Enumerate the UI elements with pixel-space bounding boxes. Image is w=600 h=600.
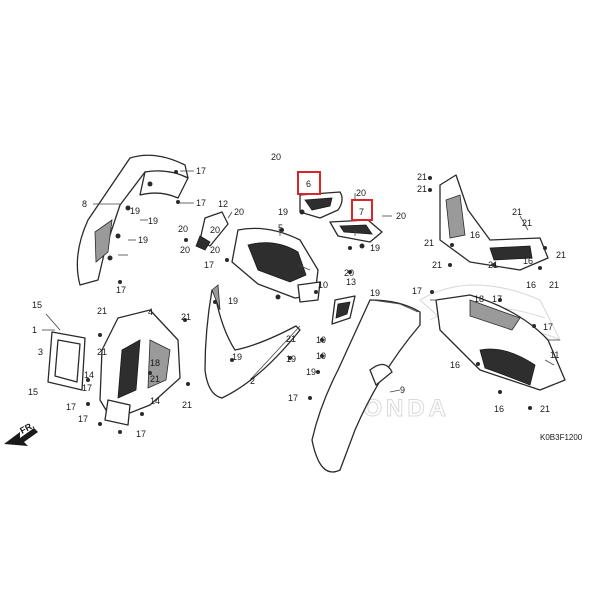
callout-c43: 21 — [97, 306, 107, 316]
callout-c66: 17 — [412, 286, 422, 296]
highlight-box-6 — [297, 171, 321, 195]
callout-c44: 4 — [148, 307, 153, 317]
callout-c29: 21 — [512, 207, 522, 217]
callout-c11: 20 — [234, 207, 244, 217]
callout-c70: 11 — [550, 350, 559, 360]
callout-c19: 19 — [278, 207, 288, 217]
callout-c14: 5 — [278, 223, 283, 233]
callout-c22: 19 — [370, 243, 380, 253]
callout-c15: 17 — [204, 260, 214, 270]
callout-c30: 21 — [424, 238, 434, 248]
callout-c50: 17 — [136, 429, 146, 439]
part-7-trim[interactable] — [329, 219, 383, 249]
callout-c56: 21 — [182, 400, 192, 410]
callout-c65: 17 — [288, 393, 298, 403]
callout-c67: 18 — [474, 294, 484, 304]
callout-c32: 21 — [432, 260, 442, 270]
callout-c69: 17 — [543, 322, 553, 332]
callout-c6: 19 — [138, 235, 148, 245]
part-2-front-lower-cover[interactable] — [204, 284, 301, 399]
callout-c24: 10 — [318, 280, 328, 290]
part-3-panel[interactable] — [47, 331, 86, 391]
callout-c39: 15 — [32, 300, 42, 310]
callout-c28: 21 — [417, 184, 427, 194]
callout-labels: 17 17 8 19 19 19 20 20 17 12 20 20 20 5 … — [28, 152, 566, 439]
callout-c33: 21 — [488, 260, 498, 270]
leader-lines — [42, 170, 560, 393]
callout-c13: 20 — [210, 245, 220, 255]
callout-c54: 21 — [181, 312, 191, 322]
part-6-trim-upper[interactable] — [299, 191, 343, 219]
callout-c68: 17 — [492, 294, 502, 304]
callout-c3: 8 — [82, 199, 87, 209]
callout-c46: 14 — [84, 370, 94, 380]
part-11-rear-cover[interactable] — [435, 294, 566, 391]
callout-c62: 19 — [316, 351, 326, 361]
callout-c48: 17 — [66, 402, 76, 412]
callout-c60: 19 — [286, 354, 296, 364]
callout-c59: 21 — [286, 334, 296, 344]
callout-c7: 20 — [178, 224, 188, 234]
callout-c4: 19 — [130, 206, 140, 216]
part-9-large-side-cover[interactable] — [311, 299, 421, 473]
callout-c27: 21 — [417, 172, 427, 182]
callout-c37: 16 — [523, 256, 533, 266]
callout-c73: 21 — [540, 404, 550, 414]
callout-c36: 21 — [549, 280, 559, 290]
callout-c2: 17 — [196, 198, 206, 208]
part-4-front-frame[interactable] — [99, 309, 181, 426]
callout-c10: 12 — [218, 199, 228, 209]
callout-c47: 17 — [82, 383, 92, 393]
callout-c57: 19 — [232, 352, 242, 362]
part-12-bracket[interactable] — [195, 211, 229, 251]
diagram-code: K0B3F1200 — [540, 433, 583, 442]
callout-c52: 18 — [150, 358, 160, 368]
callout-c18: 20 — [356, 188, 366, 198]
highlight-box-7 — [351, 199, 373, 221]
fastener-marks — [86, 170, 547, 434]
callout-c41: 3 — [38, 347, 43, 357]
callout-c9: 17 — [116, 285, 126, 295]
callout-c20: 7 — [359, 207, 364, 217]
callout-c45: 21 — [97, 347, 107, 357]
callout-c31: 16 — [470, 230, 480, 240]
callout-c35: 16 — [526, 280, 536, 290]
part-8-side-cover[interactable] — [76, 154, 189, 286]
callout-c64: 9 — [400, 385, 405, 395]
callout-c23: 13 — [346, 277, 356, 287]
callout-c40: 1 — [32, 325, 37, 335]
callout-c63: 19 — [306, 367, 316, 377]
callout-c61: 19 — [316, 335, 326, 345]
callout-c16: 20 — [271, 152, 281, 162]
callout-c26: 19 — [370, 288, 380, 298]
callout-c42: 15 — [28, 387, 38, 397]
front-direction-arrow: FR. — [4, 420, 38, 446]
callout-c55: 19 — [228, 296, 238, 306]
callout-c12: 20 — [210, 225, 220, 235]
callout-c8: 20 — [180, 245, 190, 255]
callout-c1: 17 — [196, 166, 206, 176]
part-13-bracket[interactable] — [331, 295, 356, 325]
callout-c51: 14 — [150, 396, 160, 406]
callout-c71: 16 — [450, 360, 460, 370]
callout-c53: 21 — [150, 374, 160, 384]
callout-c58: 2 — [250, 376, 255, 386]
callout-c21: 20 — [396, 211, 406, 221]
callout-c25: 20 — [344, 268, 354, 278]
callout-c49: 17 — [78, 414, 88, 424]
callout-c17: 6 — [306, 179, 311, 189]
part-5-inner-cover[interactable] — [231, 227, 321, 303]
callout-c34: 21 — [556, 250, 566, 260]
callout-c5: 19 — [148, 216, 158, 226]
callout-c38: 21 — [522, 218, 532, 228]
callout-c72: 16 — [494, 404, 504, 414]
